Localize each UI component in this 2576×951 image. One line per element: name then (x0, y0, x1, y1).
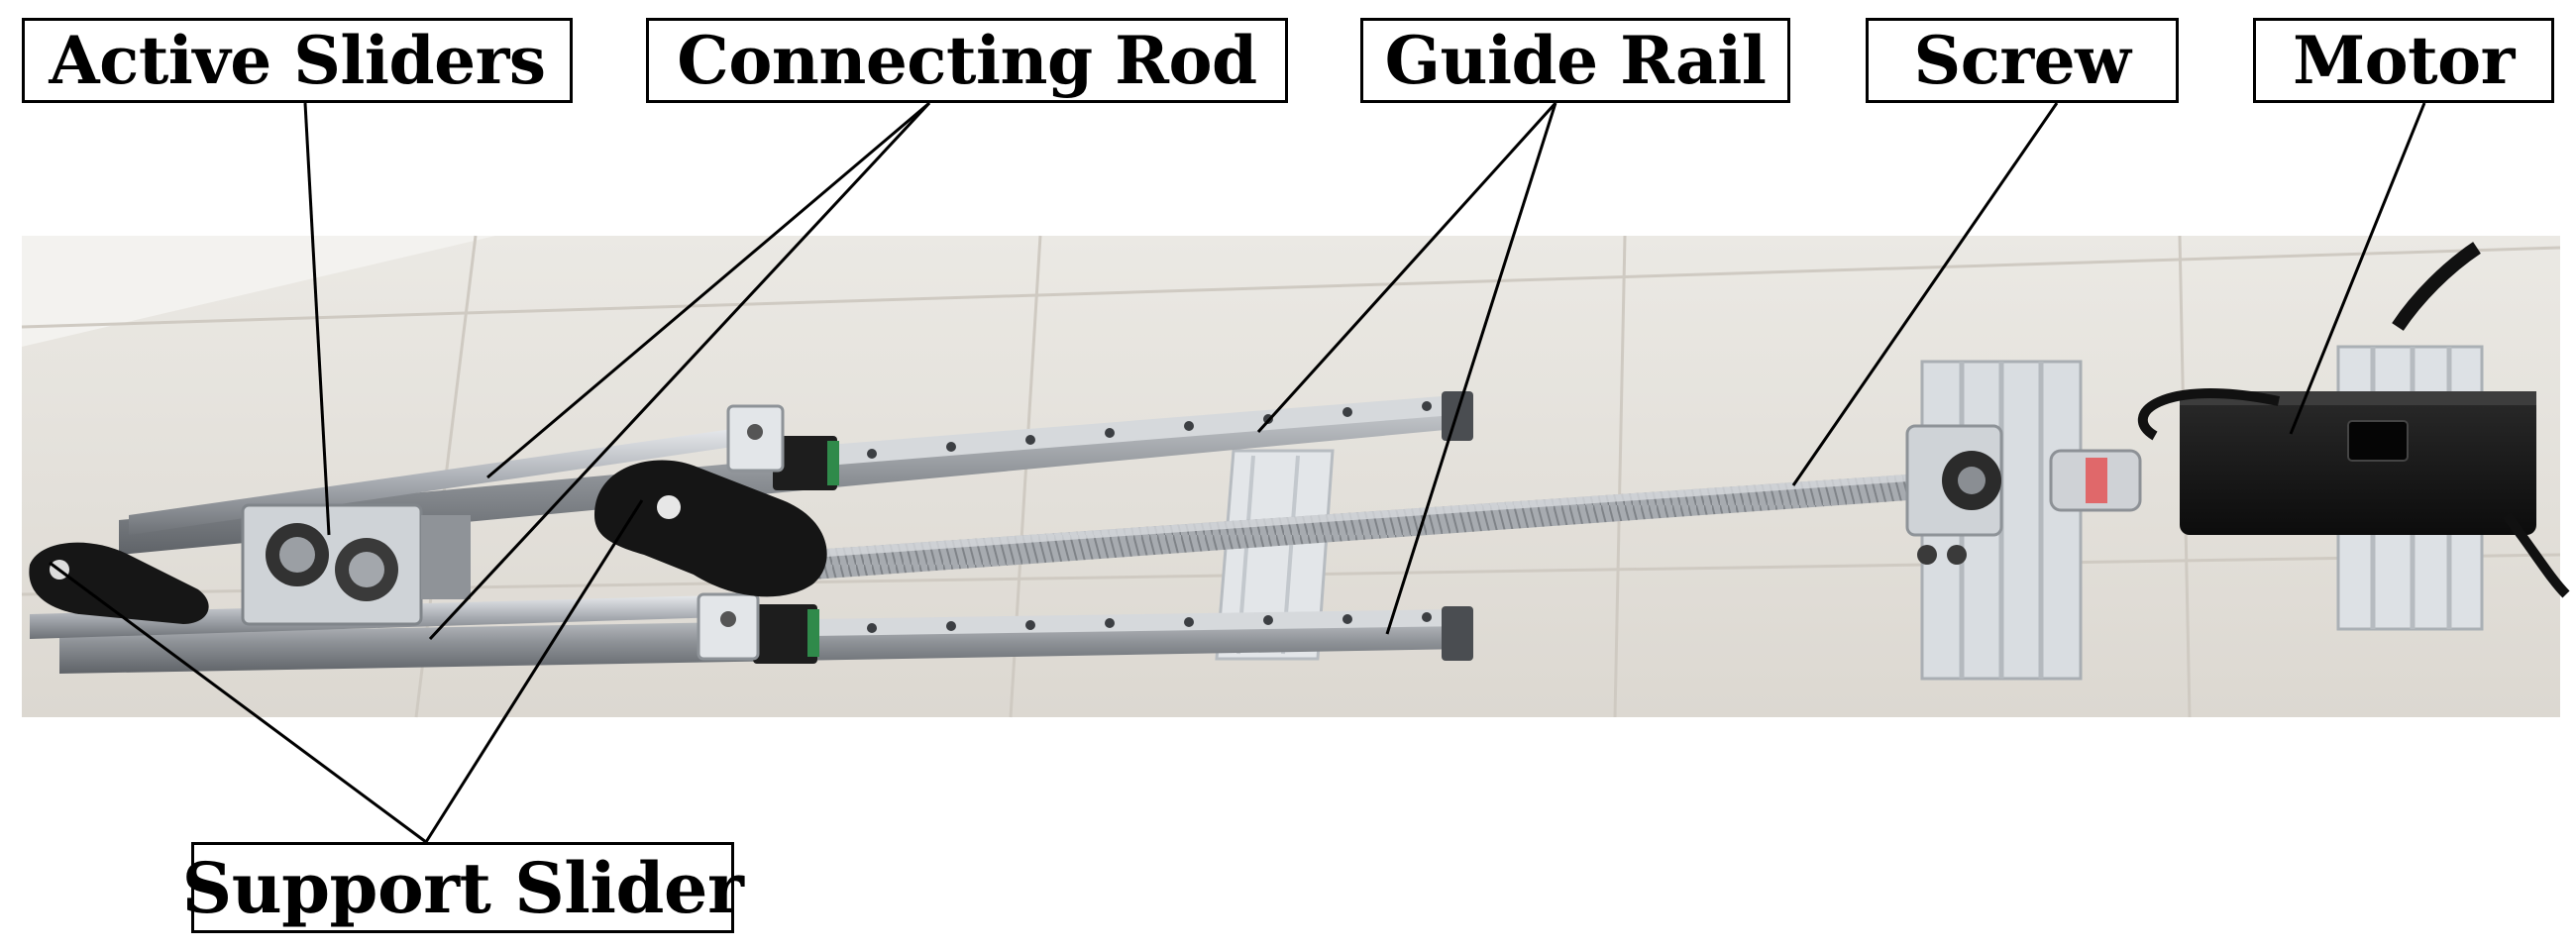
rail-carriage-lower (753, 604, 819, 664)
label-connecting-rod: Connecting Rod (646, 18, 1288, 103)
shaft-coupling (2049, 449, 2142, 512)
motor-body (2138, 242, 2570, 598)
label-guide-rail: Guide Rail (1360, 18, 1790, 103)
rod-end-block-lower (697, 592, 760, 661)
support-slider-bracket (594, 460, 827, 597)
lead-screw (812, 474, 1922, 580)
leader-lines (49, 101, 2426, 844)
leader-guide-rail-b (1385, 102, 1557, 635)
bearing-block (1905, 424, 2003, 565)
label-screw: Screw (1866, 18, 2179, 103)
leader-motor (2289, 102, 2426, 435)
leader-support-slider-b (424, 499, 644, 843)
leader-screw (1791, 102, 2059, 486)
leader-support-slider-a (49, 561, 427, 844)
label-motor: Motor (2253, 18, 2554, 103)
rail-holes (867, 401, 1432, 633)
leader-connecting-rod-b (428, 101, 931, 641)
label-support-slider: Support Slider (182, 842, 744, 933)
leader-connecting-rod-a (486, 101, 930, 479)
leader-guide-rail-a (1256, 101, 1557, 434)
leader-active-sliders (303, 102, 331, 536)
active-slider-block (241, 503, 471, 626)
rod-end-block-upper (726, 404, 785, 473)
rail-carriage-upper (773, 436, 839, 490)
label-active-sliders: Active Sliders (22, 18, 573, 103)
